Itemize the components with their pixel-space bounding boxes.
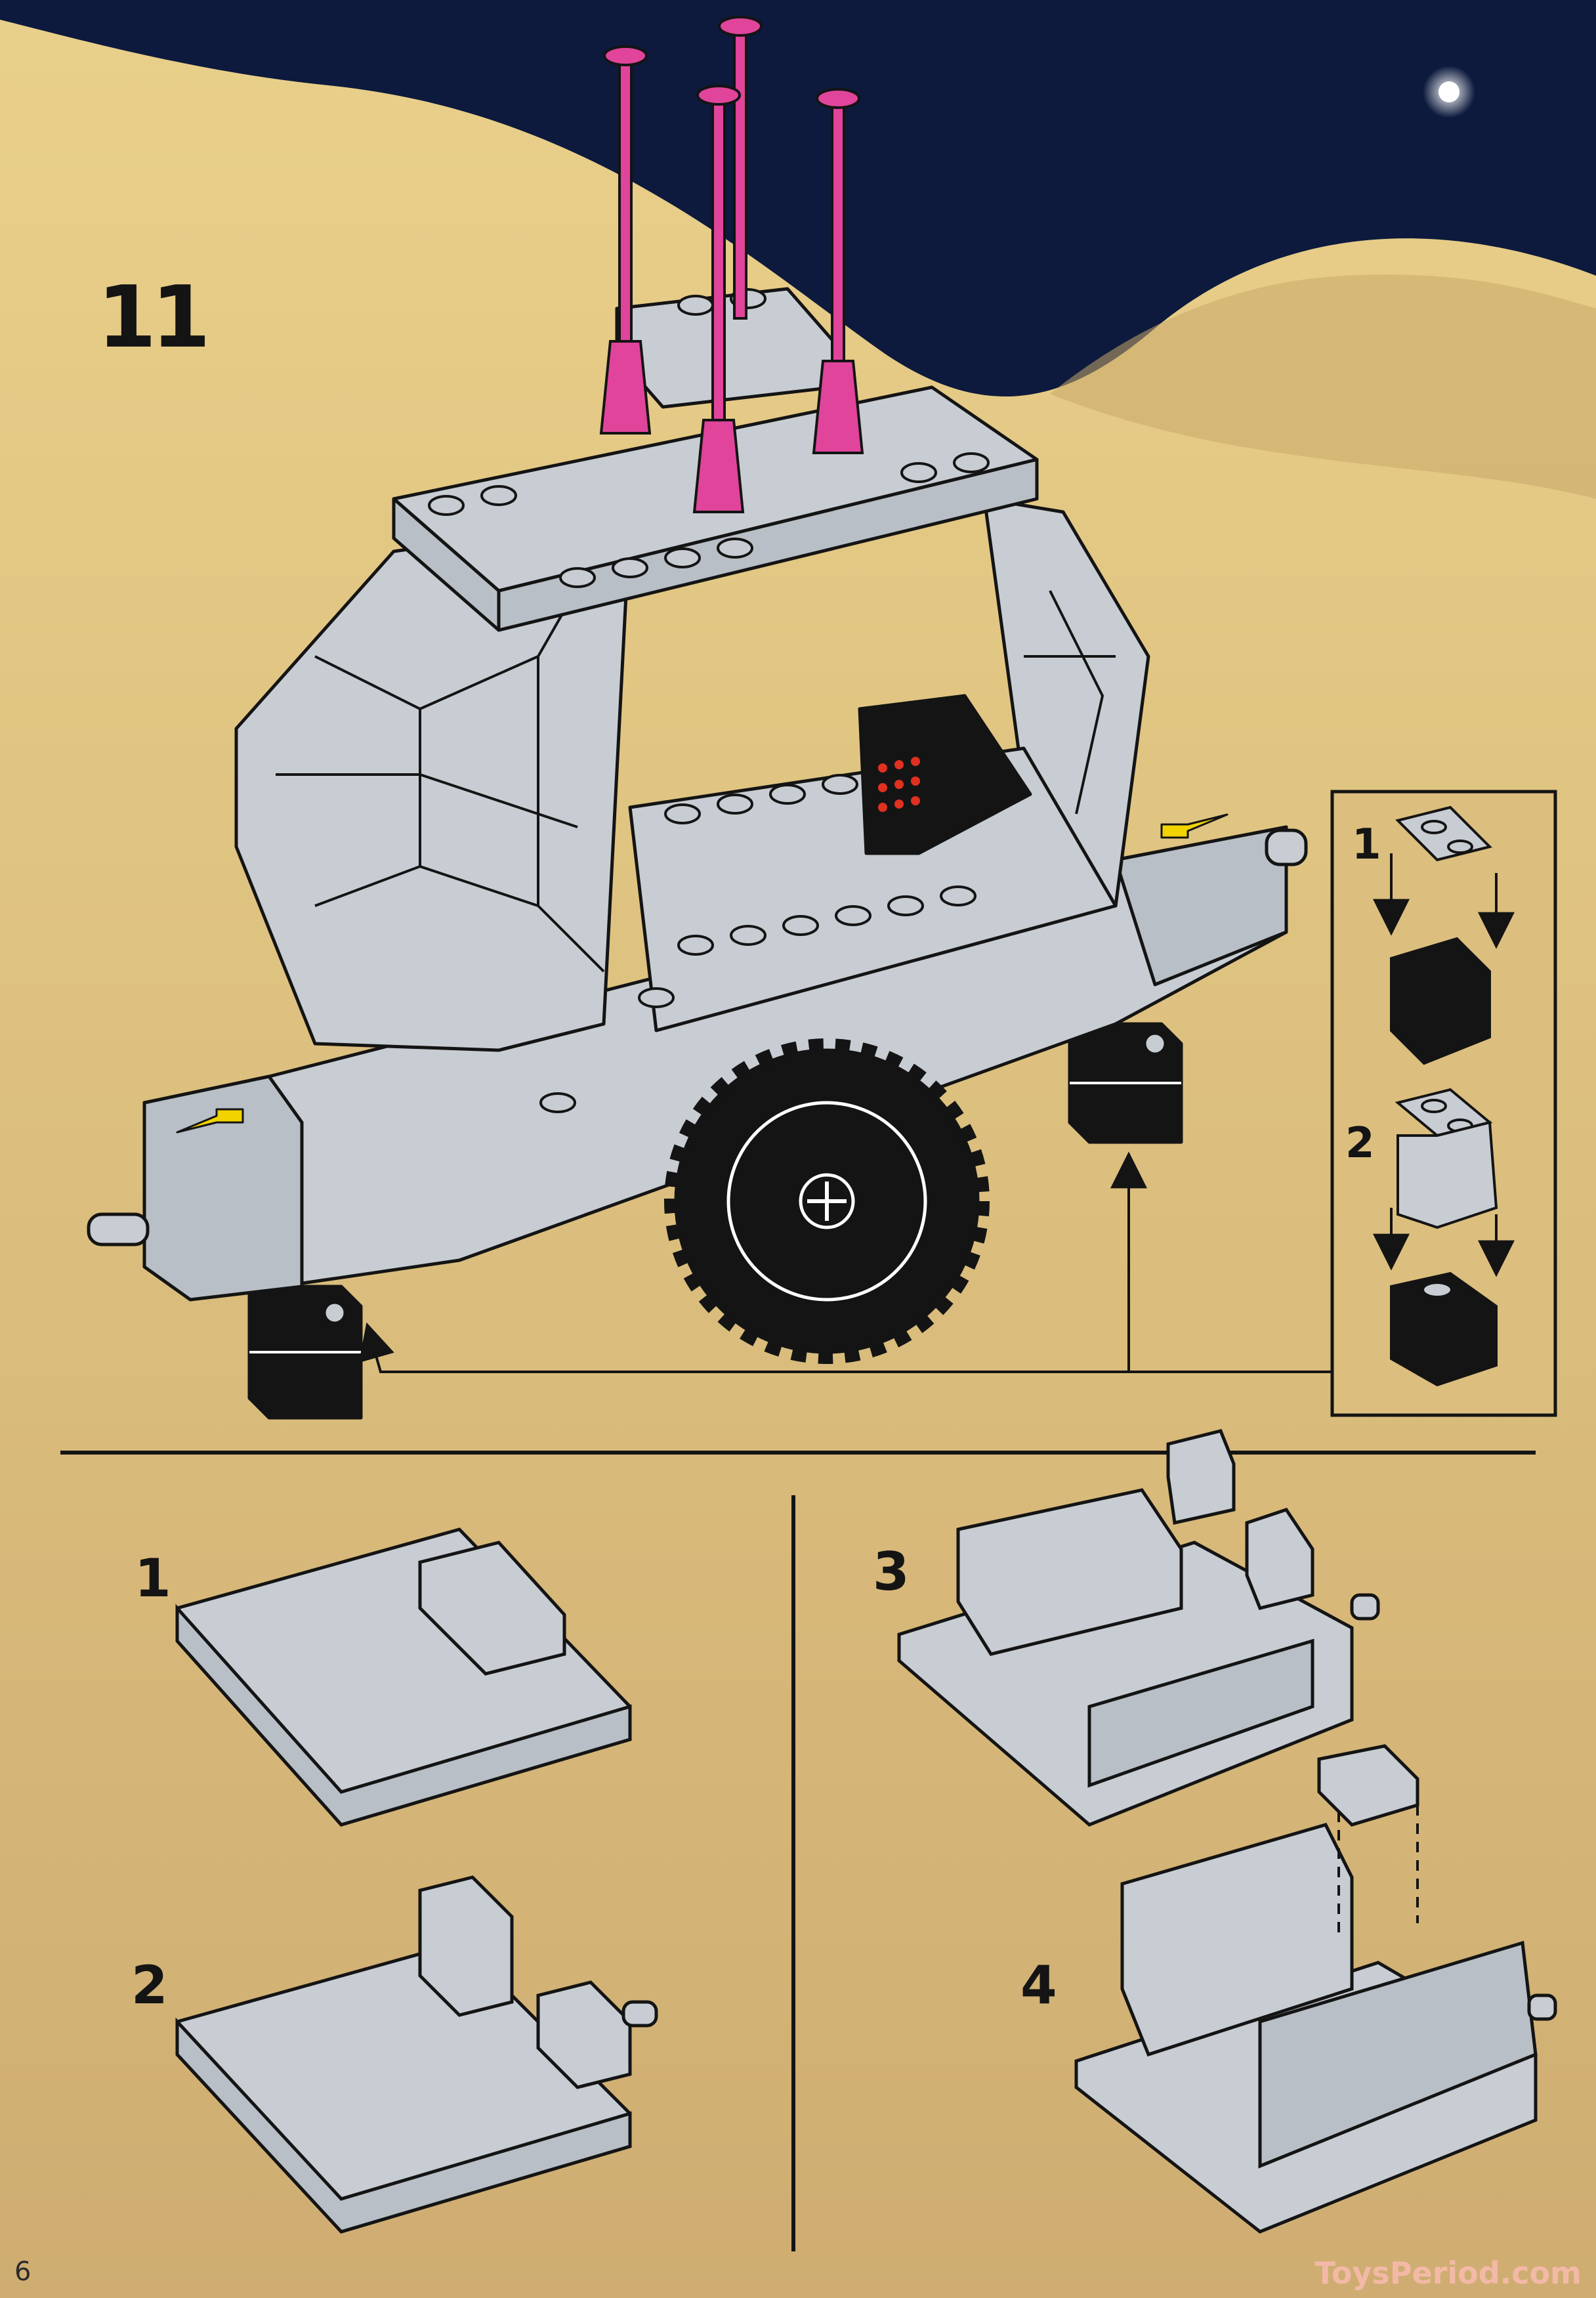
night-sky (0, 0, 1596, 397)
substep-number: 1 (135, 1548, 171, 1609)
antenna (718, 16, 763, 320)
substep-1-model (175, 1527, 632, 1827)
substep-4-model (1074, 1744, 1557, 2234)
inset-box (1330, 790, 1557, 1417)
control-panel (858, 694, 1032, 855)
substep-number: 4 (1020, 1955, 1057, 2016)
studs (428, 288, 990, 1113)
main-model (87, 287, 1308, 1420)
main-step-number: 11 (97, 267, 211, 367)
antennas (599, 16, 864, 513)
dune-shadow (1050, 274, 1596, 499)
support-leg-left (247, 1285, 363, 1420)
substep-2-model (175, 1875, 658, 2234)
yellow-arrow-icon (176, 1108, 244, 1134)
substep-number: 2 (131, 1955, 168, 2016)
wheel (664, 1038, 990, 1364)
antenna (812, 88, 864, 454)
watermark: ToysPeriod.com (1314, 2255, 1582, 2291)
page-number: 6 (14, 2257, 32, 2287)
star (1438, 81, 1460, 102)
substep-number: 3 (873, 1541, 910, 1602)
black-arrow-icon (358, 1151, 1332, 1373)
antenna (599, 45, 652, 435)
yellow-arrow-icon (1160, 813, 1228, 839)
inset-step-number: 2 (1345, 1119, 1375, 1168)
antenna (692, 85, 745, 513)
inset-step-number: 1 (1352, 820, 1381, 869)
support-leg-right (1068, 1022, 1183, 1144)
substep-3-model (897, 1429, 1380, 1827)
